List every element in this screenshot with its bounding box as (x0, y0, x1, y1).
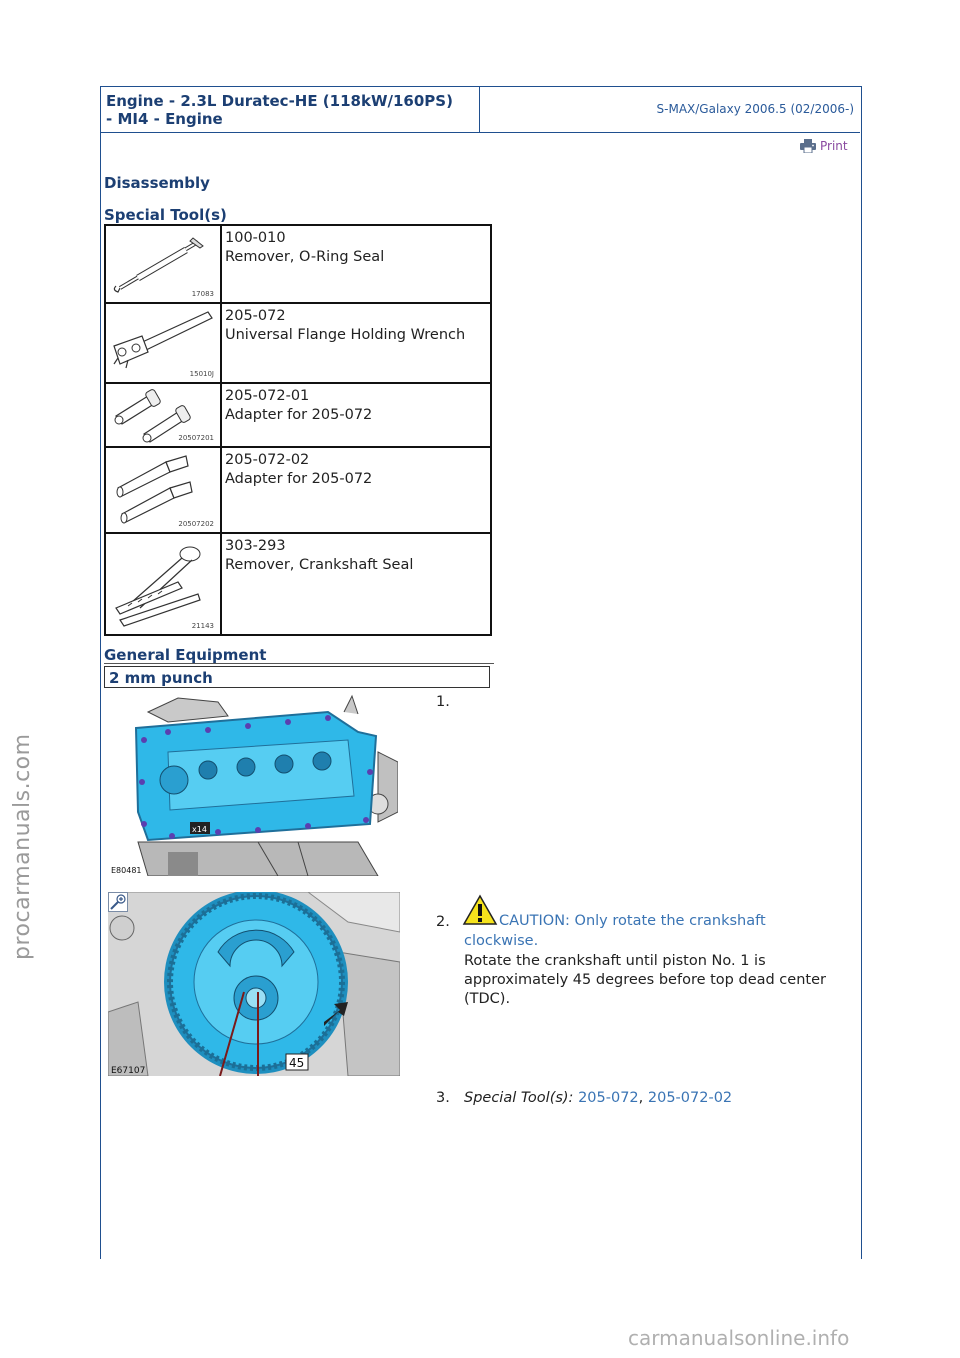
tool-image-cell: 20507201 (104, 382, 222, 448)
tool-text-cell: 205-072-01 Adapter for 205-072 (220, 382, 492, 448)
tool-image-adapter-02: 20507202 (108, 450, 218, 530)
step-number: 1. (436, 694, 450, 710)
tool-text-cell: 205-072-02 Adapter for 205-072 (220, 446, 492, 534)
print-label: Print (820, 139, 848, 153)
tool-image-remover: 17083 (108, 228, 218, 300)
tool-code: 205-072-01 (225, 388, 310, 404)
section-title: Disassembly (104, 174, 210, 192)
divider (104, 663, 494, 664)
tool-image-cell: 21143 (104, 532, 222, 636)
step-instruction-line: Rotate the crankshaft until piston No. 1… (464, 953, 766, 969)
page-frame (100, 86, 862, 1259)
tool-link-205-072[interactable]: 205-072 (578, 1090, 639, 1106)
step-image-code: E80481 (111, 866, 142, 875)
tool-image-code: 20507202 (178, 520, 214, 528)
step-image-callout: 45 (289, 1056, 304, 1070)
tool-name: Universal Flange Holding Wrench (225, 327, 466, 343)
printer-icon (800, 139, 816, 153)
zoom-icon[interactable] (108, 892, 128, 912)
step-image-crankshaft-pulley[interactable]: 45 E67107 (108, 892, 400, 1076)
print-button[interactable]: Print (800, 139, 848, 153)
step-number: 3. (436, 1090, 450, 1106)
caution-text: CAUTION: Only rotate the crankshaft (499, 913, 766, 929)
header-title: Engine - 2.3L Duratec-HE (118kW/160PS) -… (106, 92, 472, 128)
tool-row: 15010J 205-072 Universal Flange Holding … (104, 302, 492, 384)
tool-image-code: 21143 (191, 622, 214, 630)
warning-icon (462, 894, 498, 925)
tool-code: 205-072 (225, 308, 286, 324)
tool-text-cell: 303-293 Remover, Crankshaft Seal (220, 532, 492, 636)
caution-text-cont: clockwise. (464, 933, 539, 949)
step-image-callout: x14 (192, 825, 207, 834)
header-title-line2: - MI4 - Engine (106, 110, 223, 128)
special-tools-table: 17083 100-010 Remover, O-Ring Seal 15010… (104, 224, 492, 636)
tool-row: 17083 100-010 Remover, O-Ring Seal (104, 224, 492, 304)
separator: , (638, 1090, 644, 1106)
watermark-bottom: carmanualsonline.info (628, 1326, 850, 1350)
tool-code: 100-010 (225, 230, 286, 246)
tool-image-cell: 20507202 (104, 446, 222, 534)
tool-name: Remover, O-Ring Seal (225, 249, 385, 265)
special-tools-label: Special Tool(s): (464, 1090, 574, 1106)
tool-name: Remover, Crankshaft Seal (225, 557, 414, 573)
tool-row: 21143 303-293 Remover, Crankshaft Seal (104, 532, 492, 636)
tool-text-cell: 100-010 Remover, O-Ring Seal (220, 224, 492, 304)
general-equipment-title: General Equipment (104, 646, 267, 664)
tool-name: Adapter for 205-072 (225, 407, 373, 423)
tool-image-cell: 17083 (104, 224, 222, 304)
tool-name: Adapter for 205-072 (225, 471, 373, 487)
tool-code: 205-072-02 (225, 452, 310, 468)
tool-row: 20507201 205-072-01 Adapter for 205-072 (104, 382, 492, 448)
header-divider (479, 86, 480, 132)
header-model: S-MAX/Galaxy 2006.5 (02/2006-) (656, 102, 854, 116)
step-instruction-line: (TDC). (464, 991, 511, 1007)
special-tools-title: Special Tool(s) (104, 206, 227, 224)
tool-image-code: 20507201 (178, 434, 214, 442)
tool-code: 303-293 (225, 538, 286, 554)
step-special-tools: Special Tool(s): 205-072, 205-072-02 (464, 1089, 732, 1108)
step-image-valve-cover[interactable]: x14 E80481 (108, 692, 398, 876)
general-equipment-item: 2 mm punch (104, 666, 490, 688)
tool-image-code: 17083 (191, 290, 214, 298)
tool-row: 20507202 205-072-02 Adapter for 205-072 (104, 446, 492, 534)
tool-image-flange-wrench: 15010J (108, 306, 218, 380)
tool-text-cell: 205-072 Universal Flange Holding Wrench (220, 302, 492, 384)
header-title-line1: Engine - 2.3L Duratec-HE (118kW/160PS) (106, 92, 453, 110)
document-header: Engine - 2.3L Duratec-HE (118kW/160PS) -… (100, 86, 860, 133)
step-instruction-line: approximately 45 degrees before top dead… (464, 972, 826, 988)
watermark-left: procarmanuals.com (10, 733, 35, 960)
tool-image-adapter-01: 20507201 (108, 386, 218, 444)
tool-image-seal-remover: 21143 (108, 536, 218, 632)
tool-link-205-072-02[interactable]: 205-072-02 (647, 1090, 733, 1106)
tool-image-cell: 15010J (104, 302, 222, 384)
step-instruction: Rotate the crankshaft until piston No. 1… (464, 952, 854, 1009)
tool-image-code: 15010J (189, 370, 214, 378)
step-number: 2. (436, 914, 450, 930)
step-image-code: E67107 (111, 1066, 145, 1076)
